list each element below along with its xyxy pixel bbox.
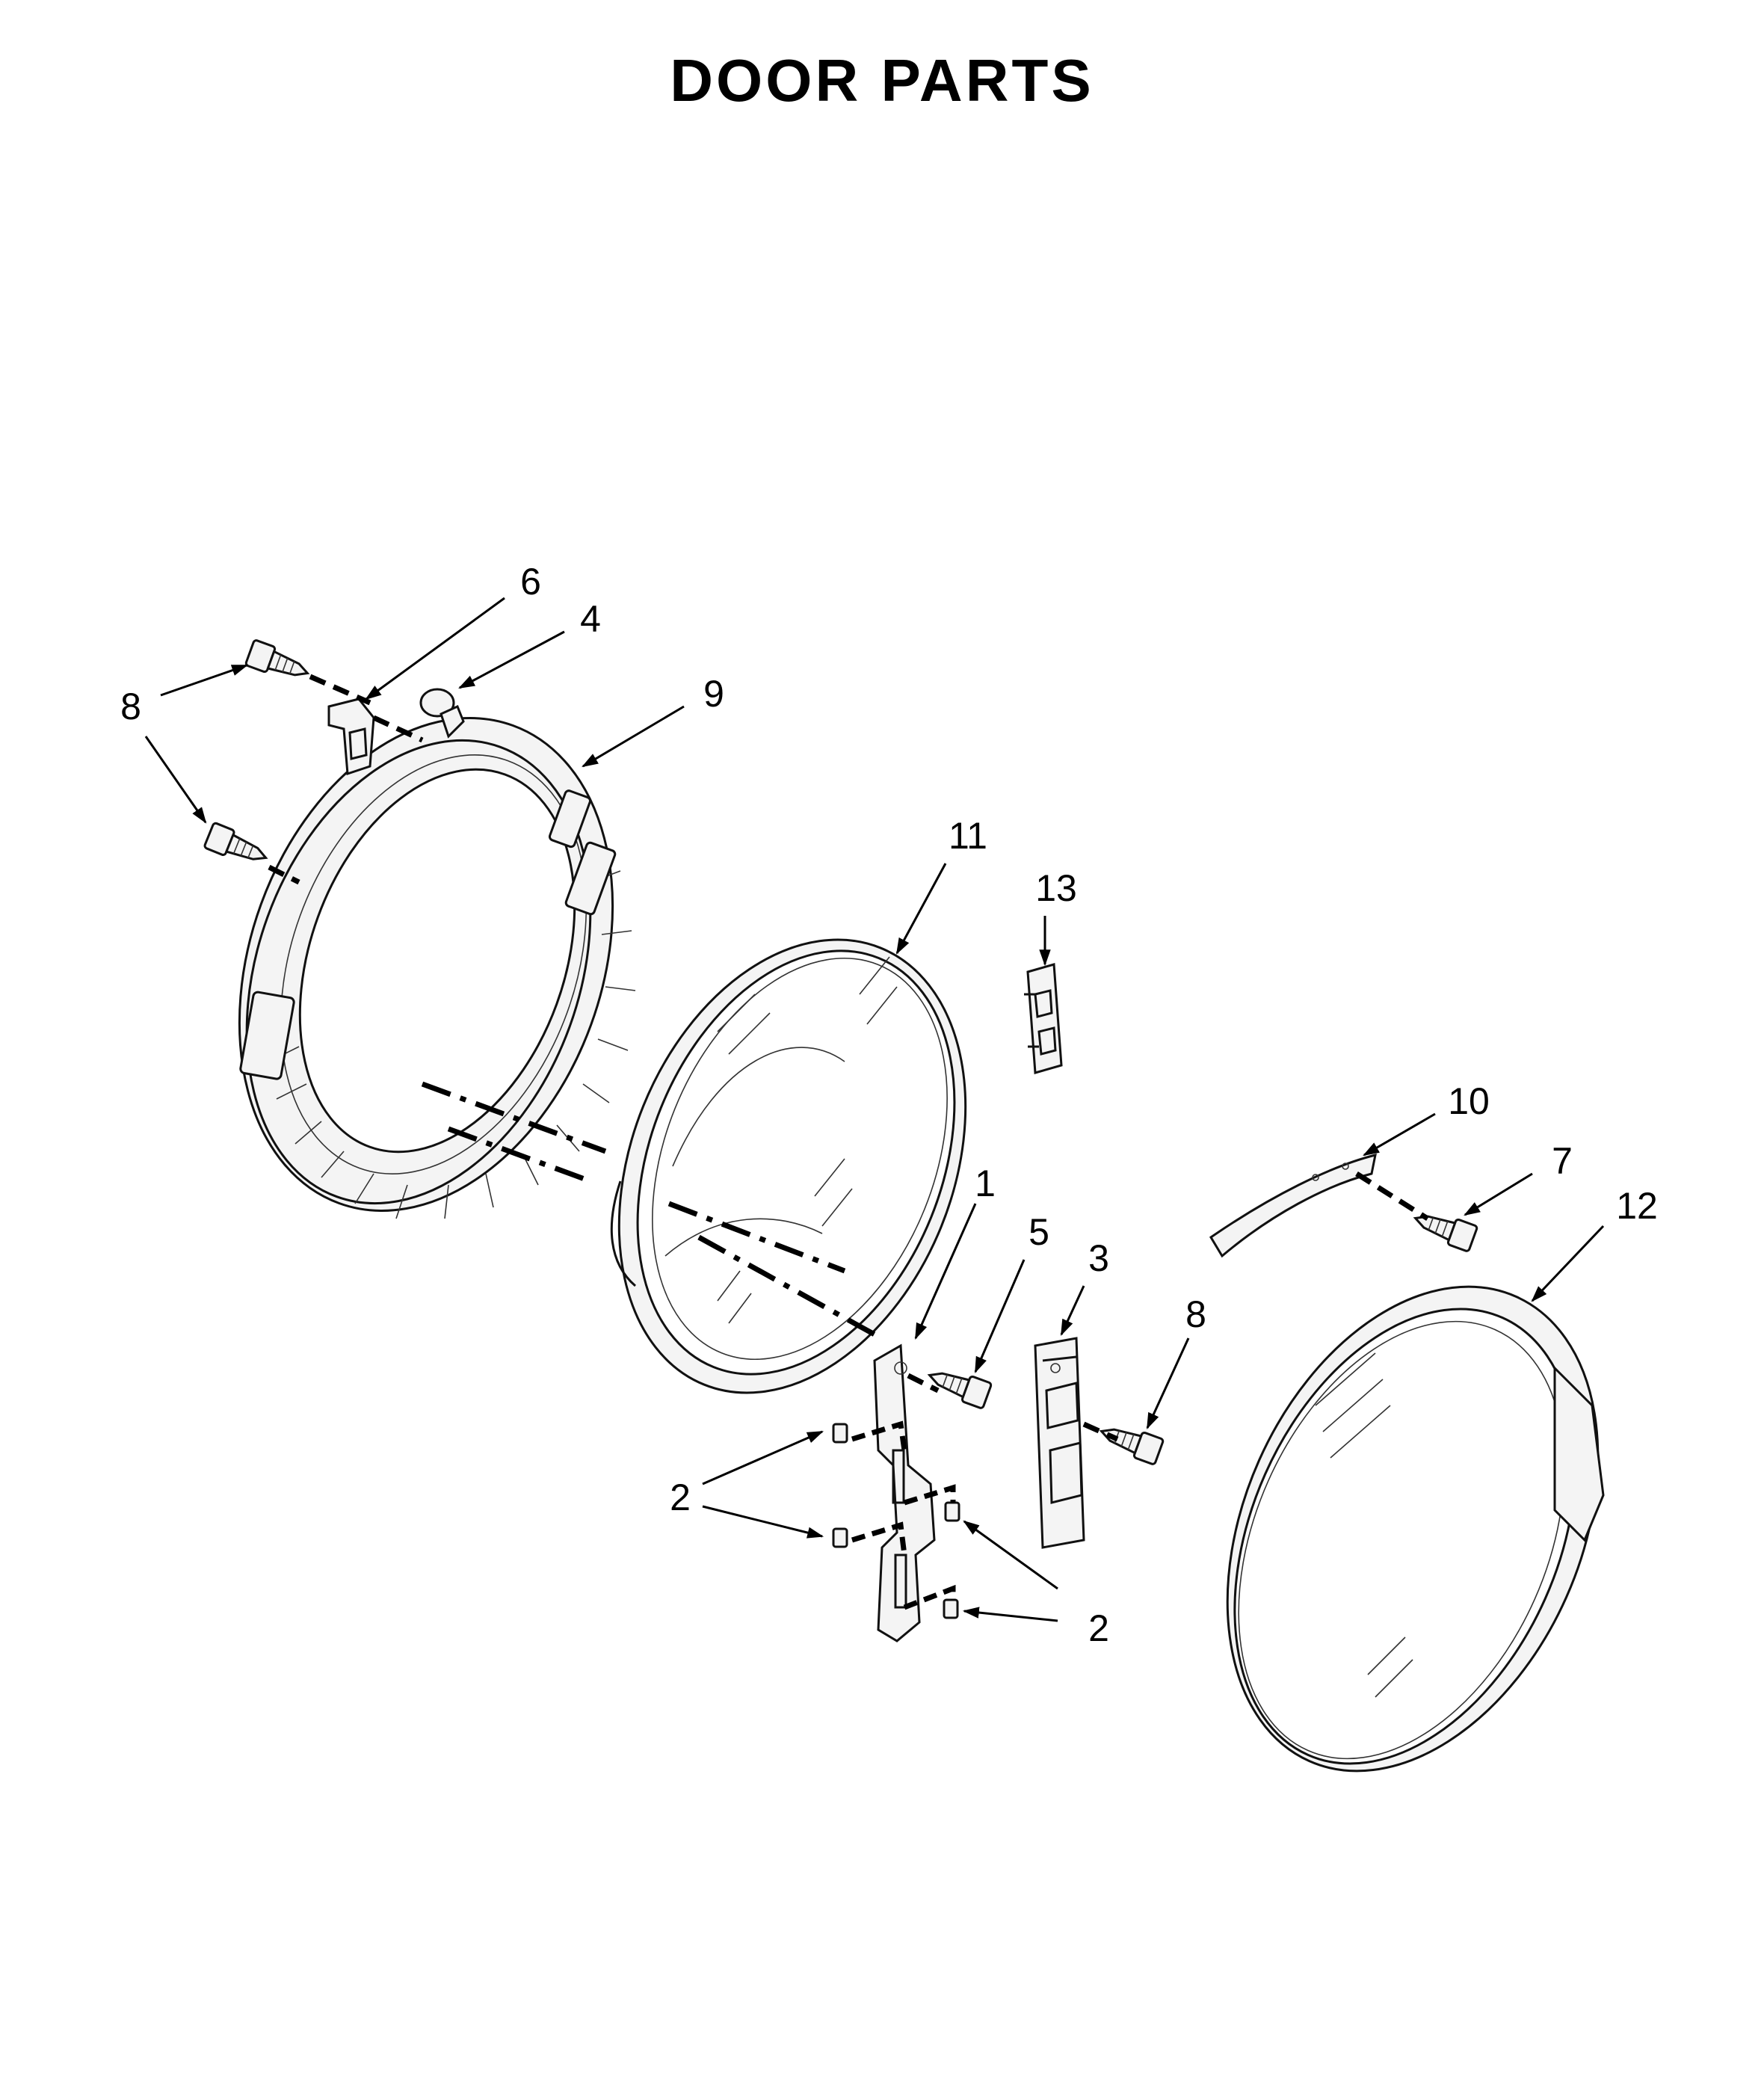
- callout-8-left: 8: [120, 686, 141, 727]
- outer-door: [1226, 1285, 1605, 1773]
- hinge-bushings: [832, 1423, 960, 1619]
- leader-arrows: [144, 597, 1605, 1622]
- callout-6: 6: [520, 561, 541, 603]
- latch-clip: [327, 698, 375, 776]
- door-bumper: [419, 688, 465, 739]
- latch-strike: [1024, 963, 1063, 1074]
- callout-4: 4: [580, 598, 601, 640]
- diagram-title: DOOR PARTS: [670, 47, 1094, 114]
- callout-11: 11: [949, 815, 987, 857]
- callout-9: 9: [703, 673, 724, 715]
- callout-numbers: 6 4 8 9 8 11 13 10 7 12 1 5 3 8 2 2: [120, 561, 1658, 1649]
- screw-hinge: [927, 1372, 993, 1409]
- door-hinge: [873, 1343, 936, 1642]
- screw-top-left: [244, 639, 310, 677]
- screw-mid-left: [203, 822, 268, 860]
- callout-5: 5: [1029, 1211, 1049, 1253]
- callout-3: 3: [1088, 1237, 1109, 1279]
- screw-plate: [1099, 1428, 1165, 1465]
- handle-strip: [1209, 1153, 1377, 1258]
- callout-2-right: 2: [1088, 1607, 1109, 1649]
- hinge-mount-plate: [1034, 1337, 1085, 1549]
- callout-13: 13: [1035, 867, 1077, 909]
- inner-door-frame: [238, 717, 636, 1219]
- callout-1: 1: [975, 1163, 996, 1204]
- assembly-lines: [268, 674, 1429, 1610]
- callout-2-left: 2: [670, 1476, 691, 1518]
- callout-10: 10: [1448, 1080, 1490, 1122]
- screw-handle: [1413, 1215, 1478, 1252]
- callout-7: 7: [1552, 1140, 1573, 1182]
- callout-12: 12: [1616, 1185, 1658, 1227]
- door-glass-bowl: [610, 938, 967, 1394]
- callout-8-right: 8: [1185, 1293, 1206, 1335]
